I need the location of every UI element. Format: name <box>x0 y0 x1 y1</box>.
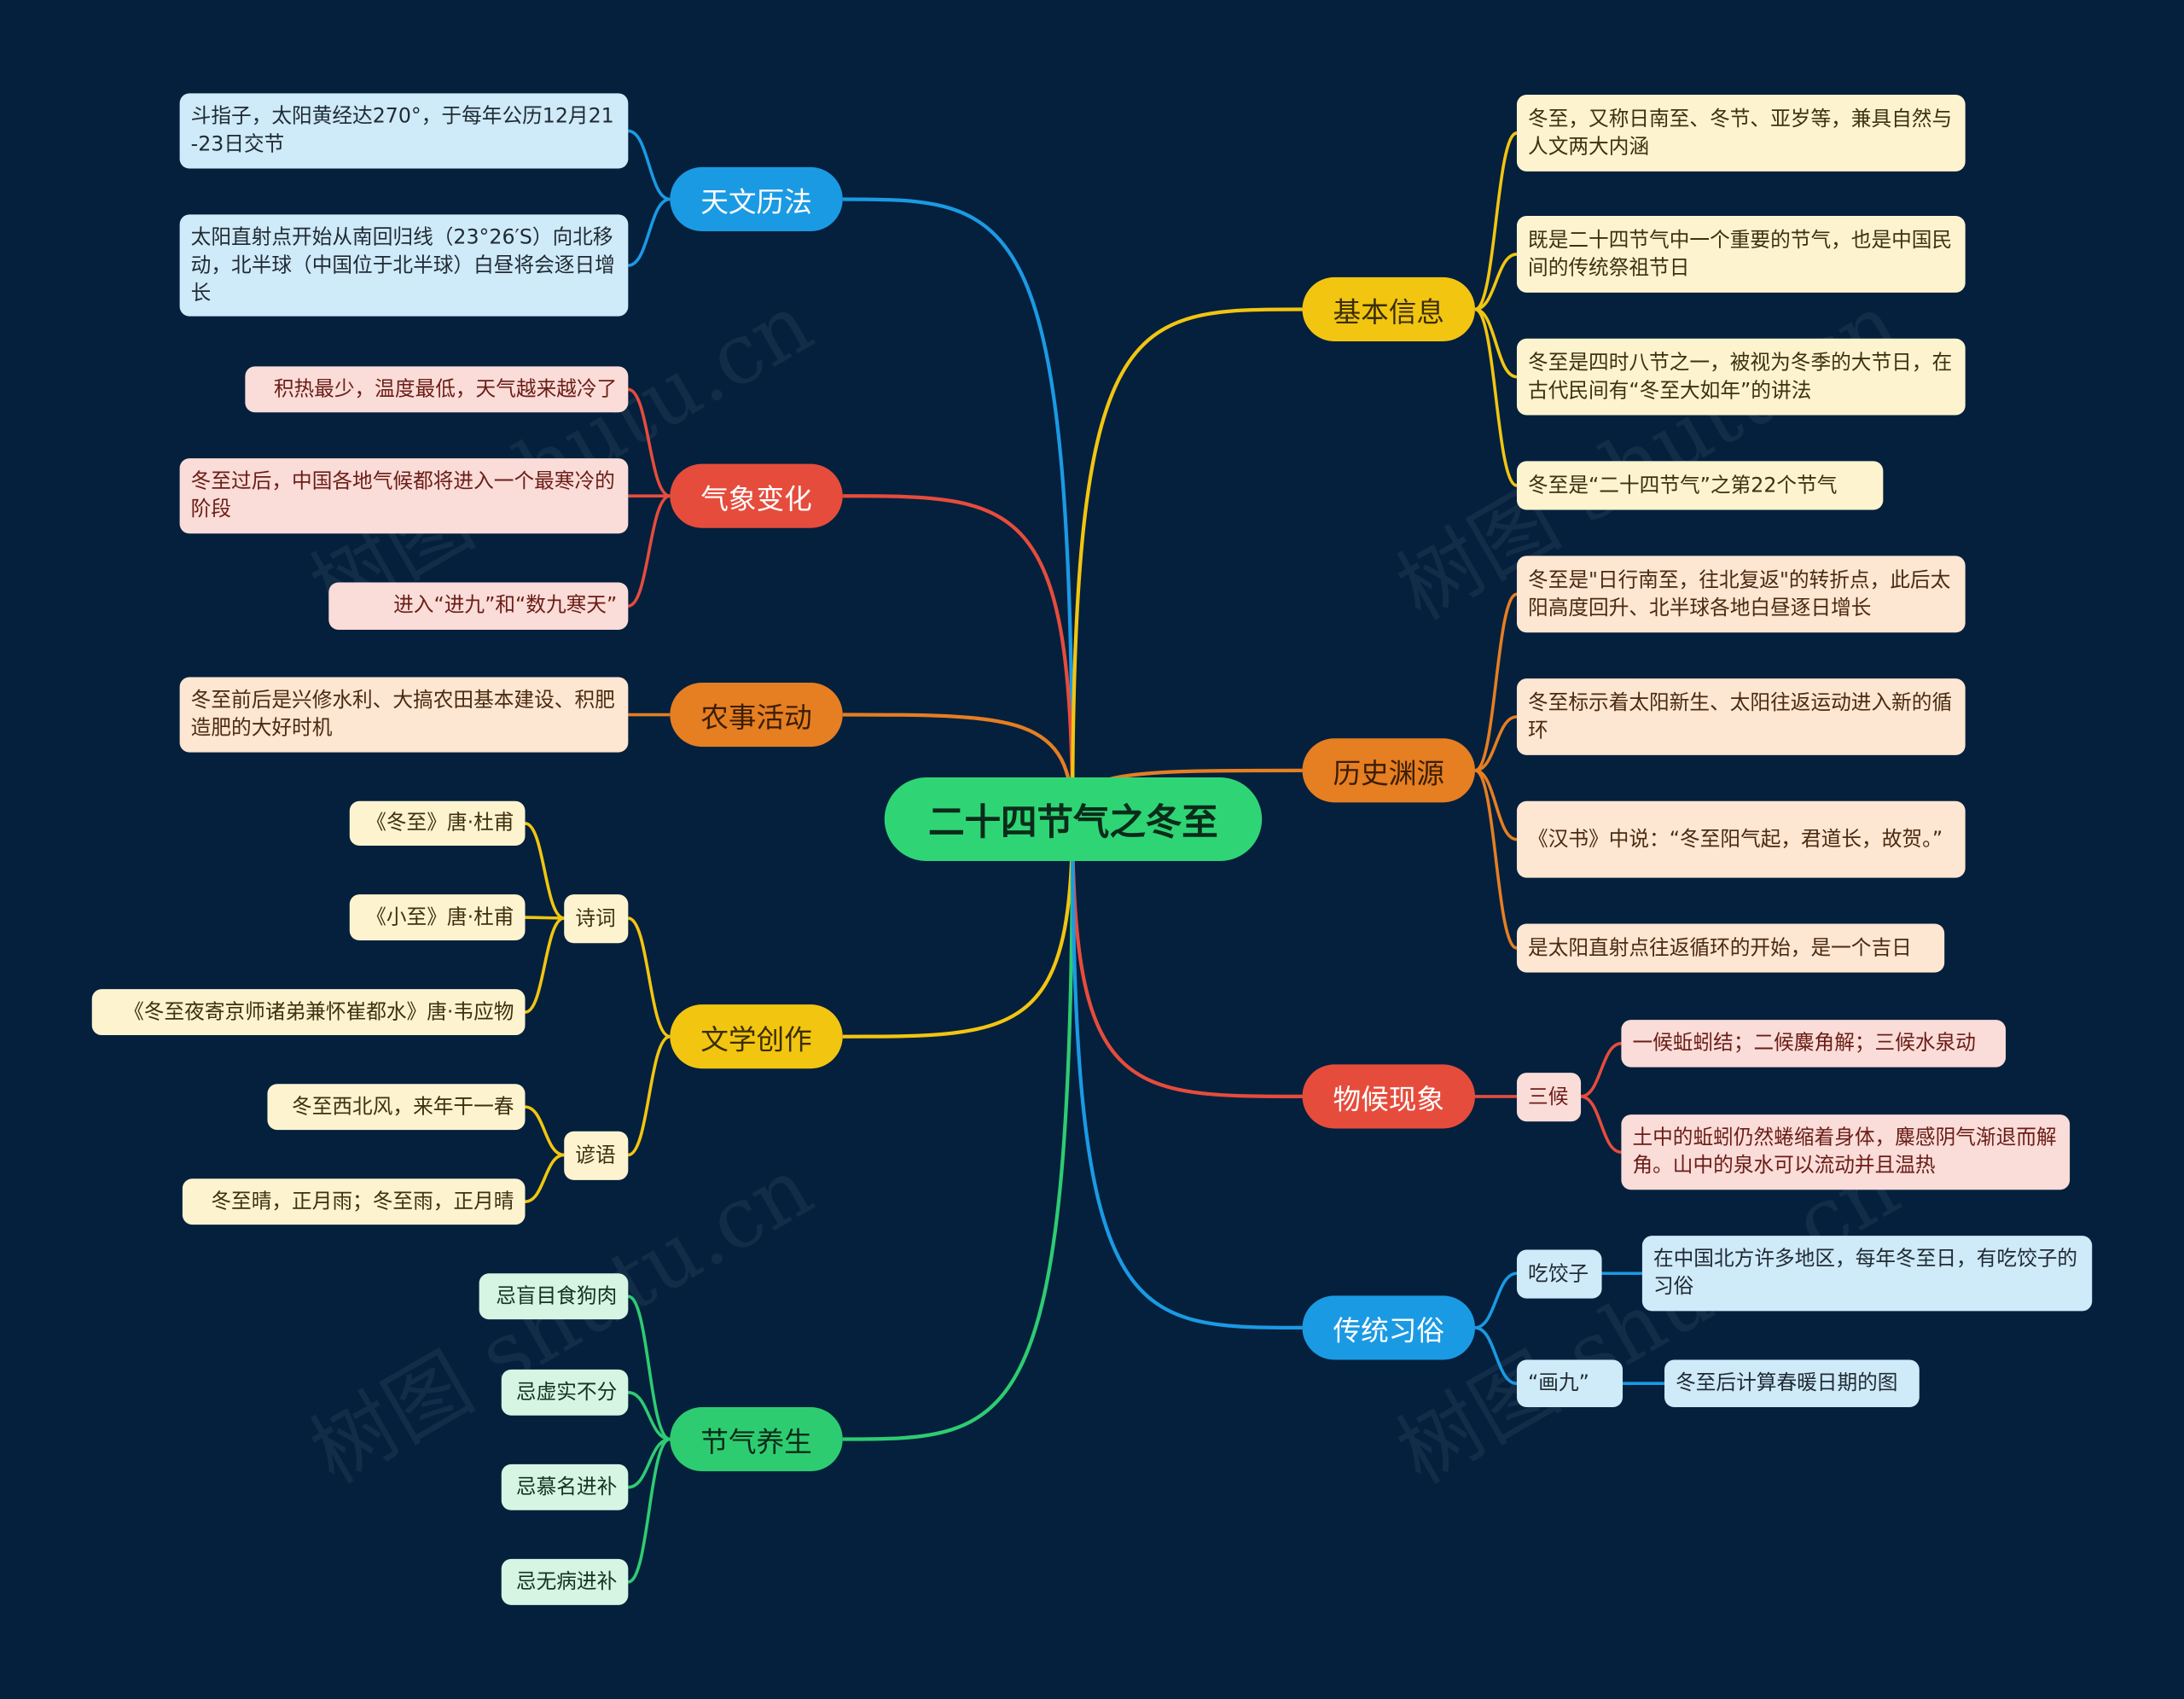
sub-topic-jiaozi[interactable]: 吃饺子 <box>1516 1249 1602 1299</box>
connector-line <box>627 494 671 608</box>
connector-line <box>627 1295 671 1441</box>
connector-line <box>525 1105 565 1157</box>
leaf-proverb[interactable]: 冬至晴，正月雨；冬至雨，正月晴 <box>182 1178 526 1225</box>
connector-line <box>1474 592 1518 772</box>
connector-line <box>1474 769 1518 841</box>
sub-topic-shici[interactable]: 诗词 <box>564 894 629 944</box>
leaf-yangsheng[interactable]: 忌无病进补 <box>501 1558 629 1605</box>
branch-qixiang[interactable]: 气象变化 <box>670 463 843 528</box>
leaf-lishi[interactable]: 冬至标示着太阳新生、太阳往返运动进入新的循环 <box>1516 678 1966 755</box>
connector-line <box>1474 769 1518 950</box>
connector-line <box>628 1391 671 1441</box>
leaf-yangsheng[interactable]: 忌慕名进补 <box>501 1463 629 1510</box>
connector-line <box>627 129 671 201</box>
leaf-nongshi[interactable]: 冬至前后是兴修水利、大搞农田基本建设、积肥造肥的大好时机 <box>179 677 629 753</box>
connector-line <box>1474 1271 1518 1330</box>
branch-jiben[interactable]: 基本信息 <box>1302 276 1475 341</box>
connector-line <box>1474 715 1518 772</box>
leaf-huajiu[interactable]: 冬至后计算春暖日期的图 <box>1664 1359 1920 1407</box>
leaf-jiben[interactable]: 冬至是四时八节之一，被视为冬季的大节日，在古代民间有“冬至大如年”的讲法 <box>1516 338 1966 416</box>
leaf-poem[interactable]: 《小至》唐·杜甫 <box>349 894 526 941</box>
leaf-qixiang[interactable]: 进入“进九”和“数九寒天” <box>328 582 629 630</box>
connector-line <box>627 916 671 1039</box>
branch-tianwen[interactable]: 天文历法 <box>670 166 843 232</box>
branch-xisu[interactable]: 传统习俗 <box>1302 1295 1475 1360</box>
leaf-wuhou[interactable]: 土中的蚯蚓仍然蜷缩着身体，麋感阴气渐退而解角。山中的泉水可以流动并且温热 <box>1621 1114 2071 1190</box>
leaf-qixiang[interactable]: 积热最少，温度最低，天气越来越冷了 <box>245 366 629 413</box>
branch-nongshi[interactable]: 农事活动 <box>670 682 843 748</box>
connector-line <box>1474 307 1518 379</box>
leaf-tianwen[interactable]: 太阳直射点开始从南回归线（23°26′S）向北移动，北半球（中国位于北半球）白昼… <box>179 214 629 317</box>
sub-topic-sanhou[interactable]: 三候 <box>1516 1073 1582 1122</box>
connector-line <box>842 818 1075 1039</box>
leaf-qixiang[interactable]: 冬至过后，中国各地气候都将进入一个最寒冷的阶段 <box>179 458 629 534</box>
connector-line <box>524 916 565 1014</box>
connector-line <box>1071 818 1303 1330</box>
sub-topic-yanyu[interactable]: 谚语 <box>564 1131 629 1180</box>
connector-line <box>627 197 671 267</box>
leaf-lishi[interactable]: 《汉书》中说：“冬至阳气起，君道长，故贺。” <box>1516 800 1966 878</box>
leaf-yangsheng[interactable]: 忌盲目食狗肉 <box>479 1273 629 1320</box>
connector-line <box>627 1034 671 1157</box>
central-topic[interactable]: 二十四节气之冬至 <box>884 777 1263 861</box>
leaf-jiben[interactable]: 既是二十四节气中一个重要的节气，也是中国民间的传统祭祖节日 <box>1516 216 1966 293</box>
connector-line <box>1474 1326 1518 1386</box>
connector-line <box>1580 1042 1622 1098</box>
leaf-lishi[interactable]: 是太阳直射点往返循环的开始，是一个吉日 <box>1516 923 1945 973</box>
connector-line <box>1071 818 1303 1099</box>
connector-line <box>1071 307 1303 819</box>
leaf-poem[interactable]: 《冬至》唐·杜甫 <box>349 800 526 847</box>
connector-line <box>1474 131 1518 311</box>
sub-topic-huajiu[interactable]: “画九” <box>1516 1359 1623 1407</box>
connector-line <box>842 818 1075 1441</box>
leaf-poem[interactable]: 《冬至夜寄京师诸弟兼怀崔都水》唐·韦应物 <box>91 989 526 1036</box>
branch-wenxue[interactable]: 文学创作 <box>670 1004 843 1069</box>
leaf-jiben[interactable]: 冬至是“二十四节气”之第22个节气 <box>1516 461 1884 510</box>
leaf-wuhou[interactable]: 一候蚯蚓结；二候麋角解；三候水泉动 <box>1621 1020 2007 1068</box>
leaf-tianwen[interactable]: 斗指子，太阳黄经达270°，于每年公历12月21-23日交节 <box>179 93 629 169</box>
connector-line <box>628 1437 671 1489</box>
connector-line <box>525 1153 565 1203</box>
connector-line <box>1474 253 1518 311</box>
connector-line <box>842 494 1075 819</box>
branch-yangsheng[interactable]: 节气养生 <box>670 1406 843 1472</box>
branch-lishi[interactable]: 历史渊源 <box>1302 738 1475 803</box>
leaf-proverb[interactable]: 冬至西北风，来年干一春 <box>267 1084 526 1131</box>
leaf-lishi[interactable]: 冬至是"日行南至，往北复返"的转折点，此后太阳高度回升、北半球各地白昼逐日增长 <box>1516 556 1966 633</box>
connector-line <box>627 1437 671 1584</box>
leaf-jiaozi[interactable]: 在中国北方许多地区，每年冬至日，有吃饺子的习俗 <box>1641 1236 2093 1312</box>
branch-wuhou[interactable]: 物候现象 <box>1302 1064 1475 1129</box>
connector-line <box>1580 1095 1622 1154</box>
connector-line <box>525 916 565 920</box>
leaf-yangsheng[interactable]: 忌虚实不分 <box>501 1369 629 1416</box>
connector-line <box>842 197 1075 819</box>
connector-line <box>524 822 565 920</box>
leaf-jiben[interactable]: 冬至，又称日南至、冬节、亚岁等，兼具自然与人文两大内涵 <box>1516 95 1966 172</box>
connector-line <box>627 387 671 498</box>
connector-line <box>1474 307 1518 487</box>
